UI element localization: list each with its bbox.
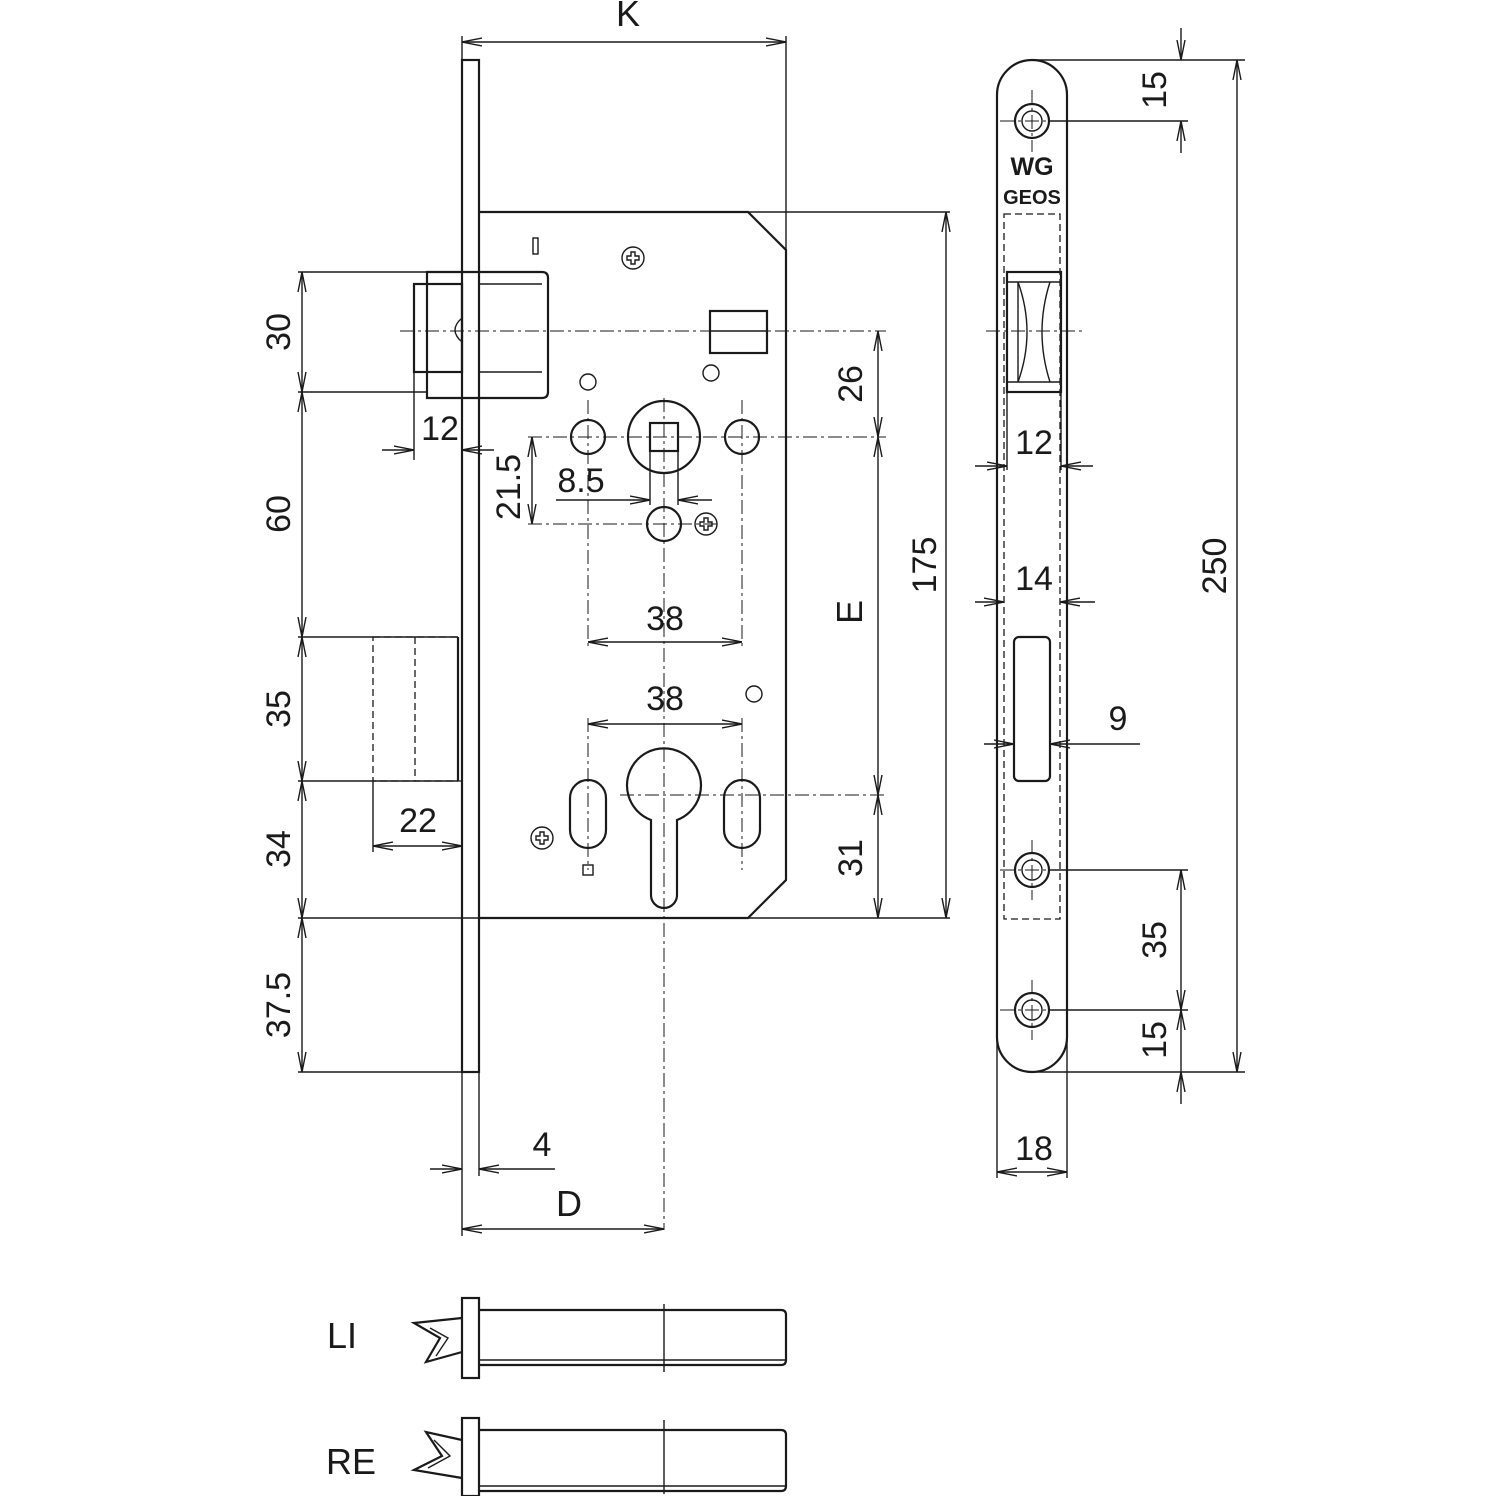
dim-strike-top-screw: 15 (1136, 71, 1174, 109)
dim-strike-screw-spacing: 35 (1136, 921, 1174, 959)
dim-strike-bolt-slot: 9 (1109, 700, 1128, 738)
left-dimensions: K 30 60 35 34 37.5 12 22 4 (260, 0, 786, 1236)
dim-k: K (616, 0, 640, 34)
dim-strike-bolt-width: 14 (1015, 560, 1053, 598)
dim-e: E (829, 600, 870, 624)
dim-strike-width: 18 (1015, 1130, 1053, 1168)
dim-d: D (556, 1183, 582, 1224)
latch-bolt (412, 270, 550, 400)
inner-dimensions: 21.5 8.5 38 38 26 E 31 175 (490, 212, 946, 918)
label-re: RE (326, 1441, 376, 1482)
dim-latch-projection: 12 (421, 410, 459, 448)
dim-case-height: 175 (906, 537, 944, 594)
dim-case-to-plate-bottom: 37.5 (260, 972, 298, 1038)
dim-latch-to-follower: 26 (832, 365, 870, 403)
dead-bolt (372, 636, 463, 782)
strike-dimensions: 15 35 15 250 12 14 9 18 (975, 28, 1245, 1178)
dim-bolt-to-case-bottom: 34 (260, 830, 298, 868)
front-plate (460, 58, 481, 1074)
cylinder-cutout (530, 685, 763, 910)
dim-cylinder-screw-spacing: 38 (646, 680, 684, 718)
dim-follower-square: 8.5 (557, 462, 604, 500)
dim-bolt-projection: 22 (399, 802, 437, 840)
dim-strike-length: 250 (1196, 538, 1234, 595)
lock-case (479, 210, 788, 920)
dim-cylinder-to-case-bottom: 31 (832, 839, 870, 877)
dim-bolt-height: 35 (260, 690, 298, 728)
dim-latch-to-bolt: 60 (260, 495, 298, 533)
latch-variant-left: LI (327, 1296, 788, 1380)
dim-front-plate-thickness: 4 (533, 1126, 552, 1164)
label-li: LI (327, 1315, 357, 1356)
dim-latch-height: 30 (260, 313, 298, 351)
latch-variant-right: RE (326, 1416, 788, 1496)
strike-latch-opening (1005, 270, 1063, 394)
dim-follower-offset: 21.5 (490, 454, 528, 520)
strike-logo: WG GEOS (1003, 153, 1061, 209)
svg-text:GEOS: GEOS (1003, 187, 1061, 209)
dim-handle-screw-spacing: 38 (646, 600, 684, 638)
follower (569, 364, 761, 543)
dim-strike-bottom-screw: 15 (1136, 1021, 1174, 1059)
dim-strike-latch-width: 12 (1015, 424, 1053, 462)
svg-text:WG: WG (1010, 153, 1053, 181)
strike-plate: WG GEOS (986, 58, 1084, 1074)
strike-bolt-slot (1012, 635, 1052, 783)
lock-body (372, 36, 950, 1230)
